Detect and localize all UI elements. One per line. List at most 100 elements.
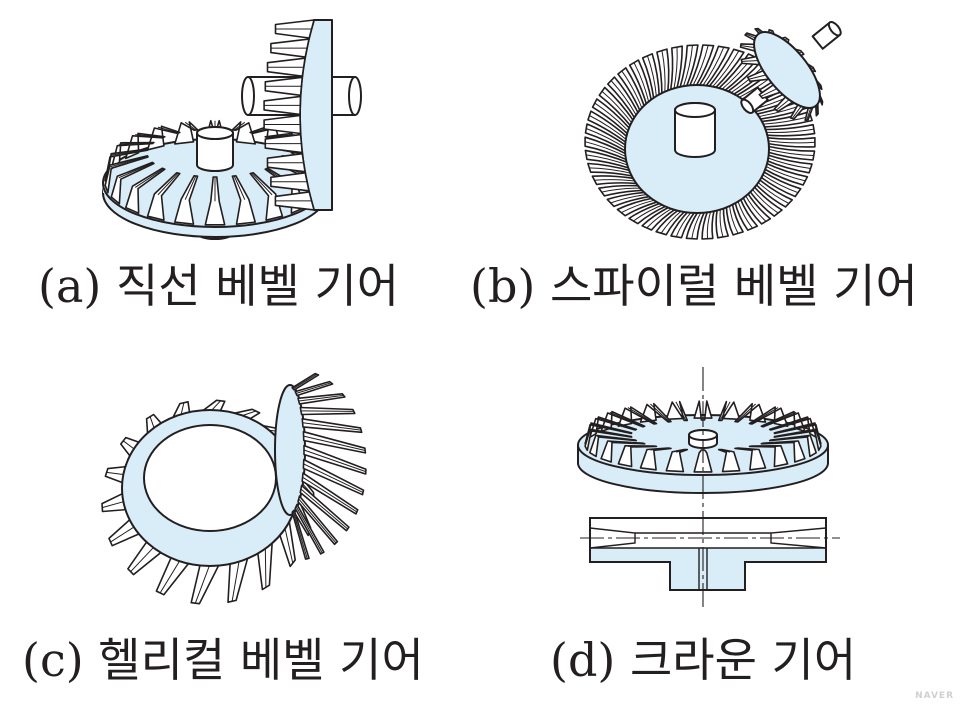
naver-watermark: NAVER bbox=[915, 691, 954, 701]
tooth-ridge-line bbox=[770, 435, 809, 441]
tooth-ridge-line bbox=[774, 429, 816, 438]
tooth-ridge-line bbox=[762, 441, 797, 444]
tooth-ridge-line bbox=[760, 173, 799, 194]
pinion-shaft-end bbox=[348, 76, 362, 116]
tooth-ridge-line bbox=[585, 128, 628, 150]
gear-tooth bbox=[717, 448, 741, 473]
spiral-bevel-gear-illustration bbox=[584, 20, 842, 240]
tooth-ridge-line bbox=[118, 142, 154, 145]
gear-tooth bbox=[765, 153, 813, 174]
gear-tooth bbox=[768, 434, 817, 458]
tooth-ridge-line bbox=[300, 410, 354, 412]
tooth-ridge-line bbox=[302, 422, 362, 431]
gear-tooth bbox=[665, 400, 689, 422]
tooth-ridge-line bbox=[621, 70, 644, 111]
tooth-ridge-line bbox=[298, 498, 337, 544]
tooth-ridge-line bbox=[720, 449, 731, 453]
tooth-ridge-line bbox=[106, 471, 126, 476]
mating-gear-teeth bbox=[291, 372, 367, 560]
gear-tooth bbox=[302, 430, 367, 454]
gear-shaft-top bbox=[674, 102, 716, 118]
tooth-ridge-line bbox=[766, 140, 816, 144]
tooth-ridge-line bbox=[609, 441, 644, 444]
gear-tooth bbox=[231, 175, 256, 225]
pinion-teeth bbox=[263, 19, 315, 211]
gear-tooth bbox=[628, 201, 669, 225]
tooth-ridge-line bbox=[764, 165, 806, 182]
tooth-ridge-line bbox=[184, 175, 197, 200]
gear-tooth bbox=[748, 185, 783, 217]
caption-helical-bevel-gear: (c) 헬리컬 베벨 기어 bbox=[22, 633, 424, 687]
tooth-ridge-line bbox=[750, 187, 779, 214]
tooth-ridge-line bbox=[675, 449, 686, 453]
straight-bevel-gear-illustration bbox=[102, 19, 362, 240]
tooth-ridge-line bbox=[292, 511, 308, 559]
pinion-shaft-end bbox=[241, 76, 255, 116]
tooth-ridge-line bbox=[633, 62, 650, 104]
tooth-ridge-line bbox=[760, 87, 779, 97]
gear-tooth bbox=[665, 448, 689, 473]
gear-tooth bbox=[616, 197, 661, 217]
gear-tooth bbox=[734, 447, 767, 471]
gear-tooth bbox=[110, 161, 155, 205]
tooth-ridge-line bbox=[110, 525, 136, 543]
tooth-ridge-line bbox=[303, 449, 366, 473]
tooth-ridge-line bbox=[675, 401, 687, 421]
tooth-ridge-line bbox=[589, 115, 629, 141]
pinion-face bbox=[753, 31, 821, 109]
tooth-ridge-line bbox=[756, 180, 790, 204]
tooth-ridge-line bbox=[231, 559, 240, 602]
tooth-ridge-line bbox=[233, 121, 246, 131]
tooth-ridge-line bbox=[736, 447, 756, 451]
gear-tooth bbox=[766, 145, 816, 161]
gear-tooth bbox=[741, 191, 772, 225]
gear-tooth bbox=[297, 392, 346, 405]
gear-tooth bbox=[670, 209, 697, 239]
gear-tooth bbox=[301, 417, 363, 434]
tooth-ridge-line bbox=[764, 128, 815, 133]
gear-tooth bbox=[584, 123, 628, 153]
gear-tooth bbox=[249, 172, 284, 221]
tooth-ridge-line bbox=[597, 435, 636, 441]
tooth-ridge-line bbox=[766, 148, 814, 156]
tooth-ridge-line bbox=[762, 411, 797, 427]
tooth-ridge-line bbox=[748, 73, 768, 80]
tooth-ridge-line bbox=[266, 134, 295, 138]
gear-tooth bbox=[124, 167, 166, 214]
gear-spiral-teeth bbox=[584, 44, 816, 240]
crown-gear-illustration bbox=[577, 367, 840, 608]
caption-spiral-bevel-gear: (b) 스파이럴 베벨 기어 bbox=[470, 259, 918, 313]
tooth-ridge-line bbox=[157, 172, 179, 196]
gear-tooth bbox=[146, 172, 181, 221]
tooth-ridge-line bbox=[590, 429, 632, 438]
gear-tooth bbox=[707, 48, 745, 90]
tooth-ridge-line bbox=[770, 417, 810, 431]
tooth-ridge-line bbox=[264, 546, 267, 588]
tooth-ridge-line bbox=[298, 394, 344, 402]
tooth-ridge-line bbox=[596, 417, 636, 431]
gear-cross-section bbox=[589, 517, 827, 591]
tooth-ridge-line bbox=[159, 559, 182, 594]
tooth-ridge-line bbox=[303, 435, 366, 451]
tooth-ridge-line bbox=[157, 126, 179, 134]
tooth-ridge-line bbox=[303, 463, 364, 493]
tooth-ridge-line bbox=[627, 407, 656, 425]
section-outline bbox=[589, 517, 827, 591]
tooth-ridge-line bbox=[585, 154, 630, 167]
gear-tooth bbox=[591, 175, 640, 186]
gear-tooth bbox=[748, 445, 789, 468]
tooth-ridge-line bbox=[710, 50, 740, 89]
tooth-ridge-line bbox=[135, 134, 164, 138]
tooth-ridge-line bbox=[774, 423, 816, 434]
caption-straight-bevel-gear: (a) 직선 베벨 기어 bbox=[38, 259, 400, 313]
tooth-ridge-line bbox=[646, 55, 658, 99]
tooth-ridge-line bbox=[251, 172, 273, 196]
tooth-ridge-line bbox=[184, 121, 197, 131]
gear-tooth bbox=[697, 45, 730, 89]
tooth-ridge-line bbox=[661, 50, 666, 95]
gear-tooth bbox=[628, 59, 653, 107]
gear-tooth bbox=[303, 444, 367, 475]
tooth-ridge-line bbox=[691, 45, 709, 88]
tooth-ridge-line bbox=[194, 563, 211, 604]
gear-shaft-top bbox=[196, 126, 234, 140]
